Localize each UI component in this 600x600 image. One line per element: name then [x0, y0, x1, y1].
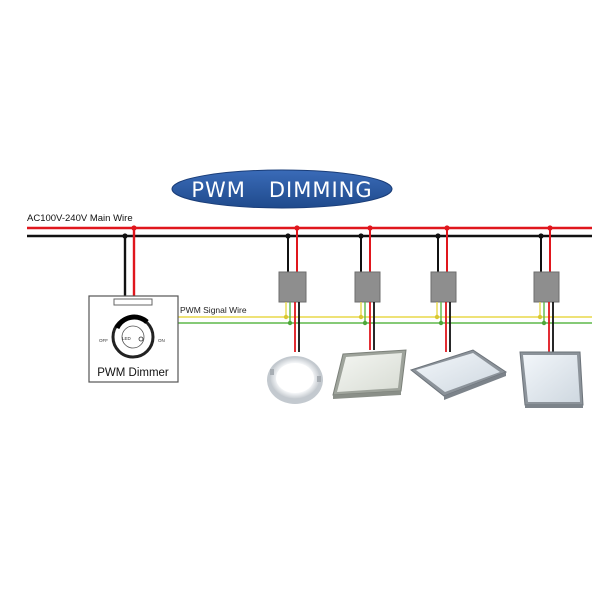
junction-dot: [367, 225, 373, 231]
title-ellipse: [171, 169, 393, 209]
junction-dot: [294, 225, 300, 231]
rectangular-panel-light-icon: [409, 349, 508, 400]
junction-dot: [438, 320, 444, 326]
dimmer-slot: [113, 298, 153, 306]
fixture-branch-2: [332, 225, 407, 399]
junction-dot: [283, 314, 289, 320]
dimmer-connection: [122, 225, 137, 296]
junction-dot: [358, 314, 364, 320]
dimmer-label: PWM Dimmer: [97, 367, 169, 379]
dimmer-on-label: ON: [158, 338, 165, 343]
round-downlight-icon: [267, 356, 323, 404]
junction-dot: [131, 225, 137, 231]
junction-dot: [541, 320, 547, 326]
led-driver-box: [354, 271, 381, 303]
junction-dot: [537, 314, 543, 320]
junction-dot: [444, 225, 450, 231]
dimmer-indicator-dot: [138, 336, 144, 342]
main-wire-label: AC100V-240V Main Wire: [27, 213, 133, 224]
junction-dot: [287, 320, 293, 326]
dimmer-off-label: OFF: [99, 338, 108, 343]
fixture-branch-1: [267, 225, 323, 404]
dimmer-led-label: LED: [122, 336, 132, 341]
pwm-dimmer: OFF LED ON PWM Dimmer: [88, 295, 179, 383]
signal-wire-label: PWM Signal Wire: [180, 305, 247, 315]
fixture-branch-3: [409, 225, 508, 400]
junction-dot: [122, 233, 128, 239]
dimmer-knob-center: [121, 325, 145, 349]
dimmer-knob-arc: [114, 314, 149, 330]
title-badge: PWM DIMMING: [171, 169, 393, 209]
junction-dot: [434, 314, 440, 320]
diagram-title: PWM DIMMING: [191, 178, 372, 202]
junction-dot: [285, 233, 291, 239]
junction-dot: [547, 225, 553, 231]
junction-dot: [362, 320, 368, 326]
square-panel-light-icon: [519, 351, 584, 408]
junction-dot: [538, 233, 544, 239]
led-driver-box: [278, 271, 307, 303]
junction-dot: [435, 233, 441, 239]
junction-dot: [358, 233, 364, 239]
led-driver-box: [533, 271, 560, 303]
led-driver-box: [430, 271, 457, 303]
square-panel-light-icon: [332, 349, 407, 399]
fixture-branch-4: [519, 225, 584, 408]
